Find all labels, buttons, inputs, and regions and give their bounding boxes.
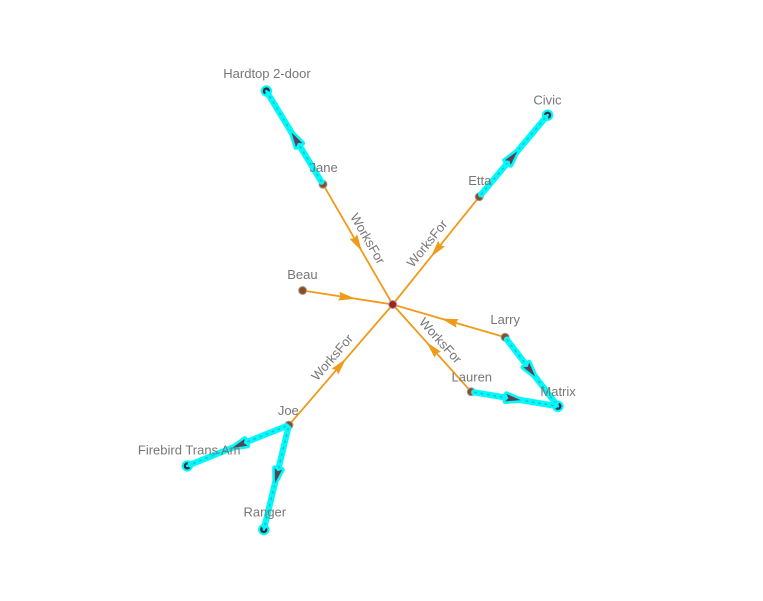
svg-text:Etta: Etta: [468, 173, 492, 188]
svg-text:Beau: Beau: [287, 267, 317, 282]
svg-text:Ranger: Ranger: [243, 505, 286, 520]
svg-text:Larry: Larry: [490, 312, 520, 327]
svg-text:Matrix: Matrix: [540, 384, 576, 399]
svg-text:Hardtop 2-door: Hardtop 2-door: [223, 66, 311, 81]
svg-text:Joe: Joe: [278, 403, 299, 418]
svg-text:Civic: Civic: [533, 93, 562, 108]
svg-text:Lauren: Lauren: [452, 369, 492, 384]
svg-text:Jane: Jane: [309, 160, 337, 175]
svg-text:Firebird Trans Am: Firebird Trans Am: [138, 442, 241, 457]
